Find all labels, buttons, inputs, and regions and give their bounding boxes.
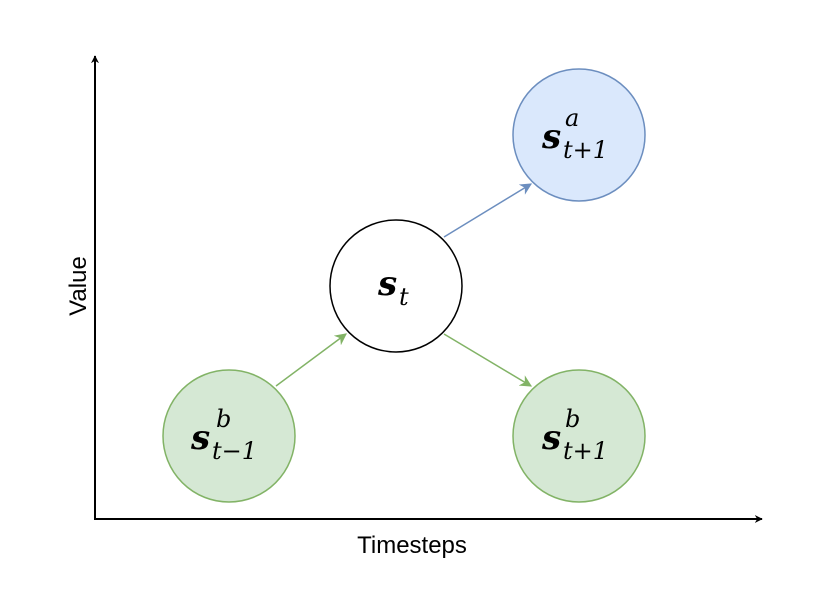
edge-prev-to-current	[275, 333, 347, 387]
node-current-circle	[329, 219, 463, 353]
edge-current-to-next-a	[443, 183, 533, 238]
node-prev-b-circle	[162, 369, 296, 503]
node-current[interactable]: st	[329, 219, 463, 353]
node-current-label: st	[377, 264, 409, 311]
node-next-b-circle	[512, 369, 646, 503]
node-next-a-circle	[512, 68, 646, 202]
x-axis-label: Timesteps	[357, 532, 467, 559]
y-axis-label: Value	[65, 256, 92, 316]
edge-current-to-next-b	[443, 333, 533, 387]
